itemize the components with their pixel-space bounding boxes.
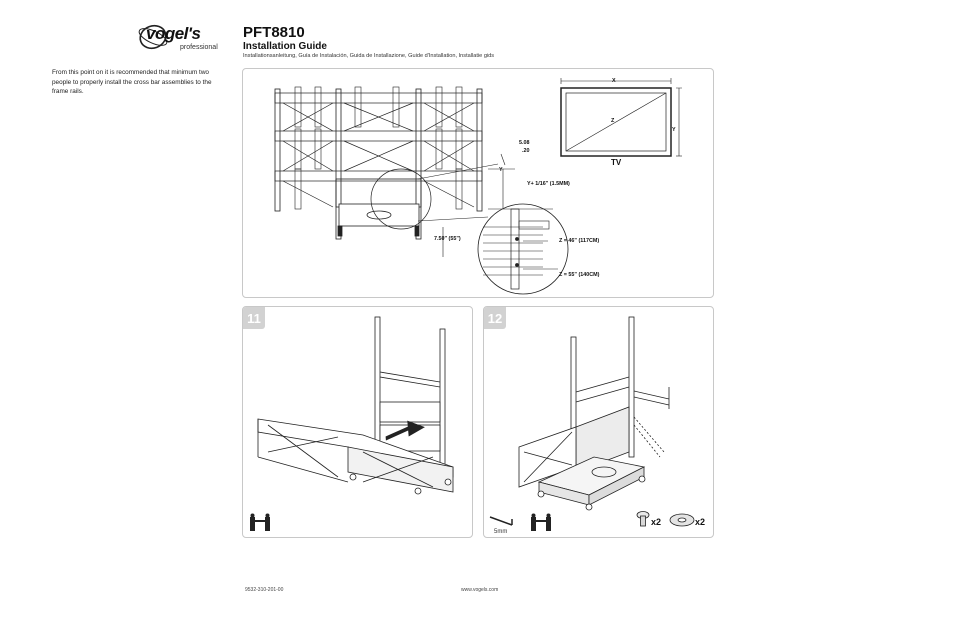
step-number: 11 (243, 307, 265, 329)
tv-width-label: X (612, 78, 616, 84)
z55-label: Z = 55" (140CM) (559, 272, 600, 278)
guide-title: Installation Guide (243, 41, 327, 52)
model-number: PFT8810 (243, 24, 305, 41)
website-link[interactable]: www.vogels.com (461, 587, 499, 593)
washer-icon (669, 513, 695, 527)
step-11-panel: 11 (242, 306, 473, 538)
tv-diagram (560, 78, 682, 157)
brand-name: vogel's (146, 24, 201, 43)
dimension-lines (442, 153, 558, 270)
tv-height-label: Y (672, 127, 676, 133)
detail-magnifier (477, 203, 569, 295)
logo-graphic (138, 24, 168, 50)
dim-508-label: 5.08 (519, 140, 530, 146)
dim-20-label: .20 (522, 148, 530, 154)
mounting-brackets (294, 86, 463, 210)
guide-languages: Installationsanleitung, Guía de Instalac… (243, 53, 495, 59)
step-12-panel: 12 5mm x2 (483, 306, 714, 538)
frame-overview-drawing (274, 78, 682, 295)
y-formula-label: Y+ 1/16" (1.5MM) (527, 181, 570, 187)
brand-tagline: professional (180, 44, 218, 51)
allen-key-icon (489, 516, 513, 526)
offset-750-label: 7.50" (55") (434, 236, 461, 242)
step-12-drawing (518, 316, 670, 511)
cross-bars (274, 92, 483, 208)
step-11-drawing (257, 316, 454, 495)
base-cart (335, 178, 422, 237)
washer-quantity: x2 (695, 517, 706, 527)
two-person-icon (250, 513, 270, 531)
overview-panel: 5.08 .20 Y Y+ 1/16" (1.5MM) 7.50" (55") … (242, 68, 714, 298)
vogels-logo: vogel's professional (136, 20, 232, 56)
bolt-icon (636, 511, 650, 527)
bolt-quantity: x2 (651, 517, 662, 527)
frame-rails (274, 88, 483, 240)
tv-diagonal-label: Z (611, 118, 615, 124)
step-number: 12 (484, 307, 506, 329)
installation-note: From this point on it is recommended tha… (52, 69, 212, 95)
tv-label: TV (611, 158, 622, 167)
z46-label: Z = 46" (117CM) (559, 238, 600, 244)
two-person-icon (531, 513, 551, 531)
document-number: 9532-310-201-00 (245, 587, 284, 593)
y-dimension-label: Y (499, 167, 503, 173)
tool-size-label: 5mm (494, 529, 508, 535)
